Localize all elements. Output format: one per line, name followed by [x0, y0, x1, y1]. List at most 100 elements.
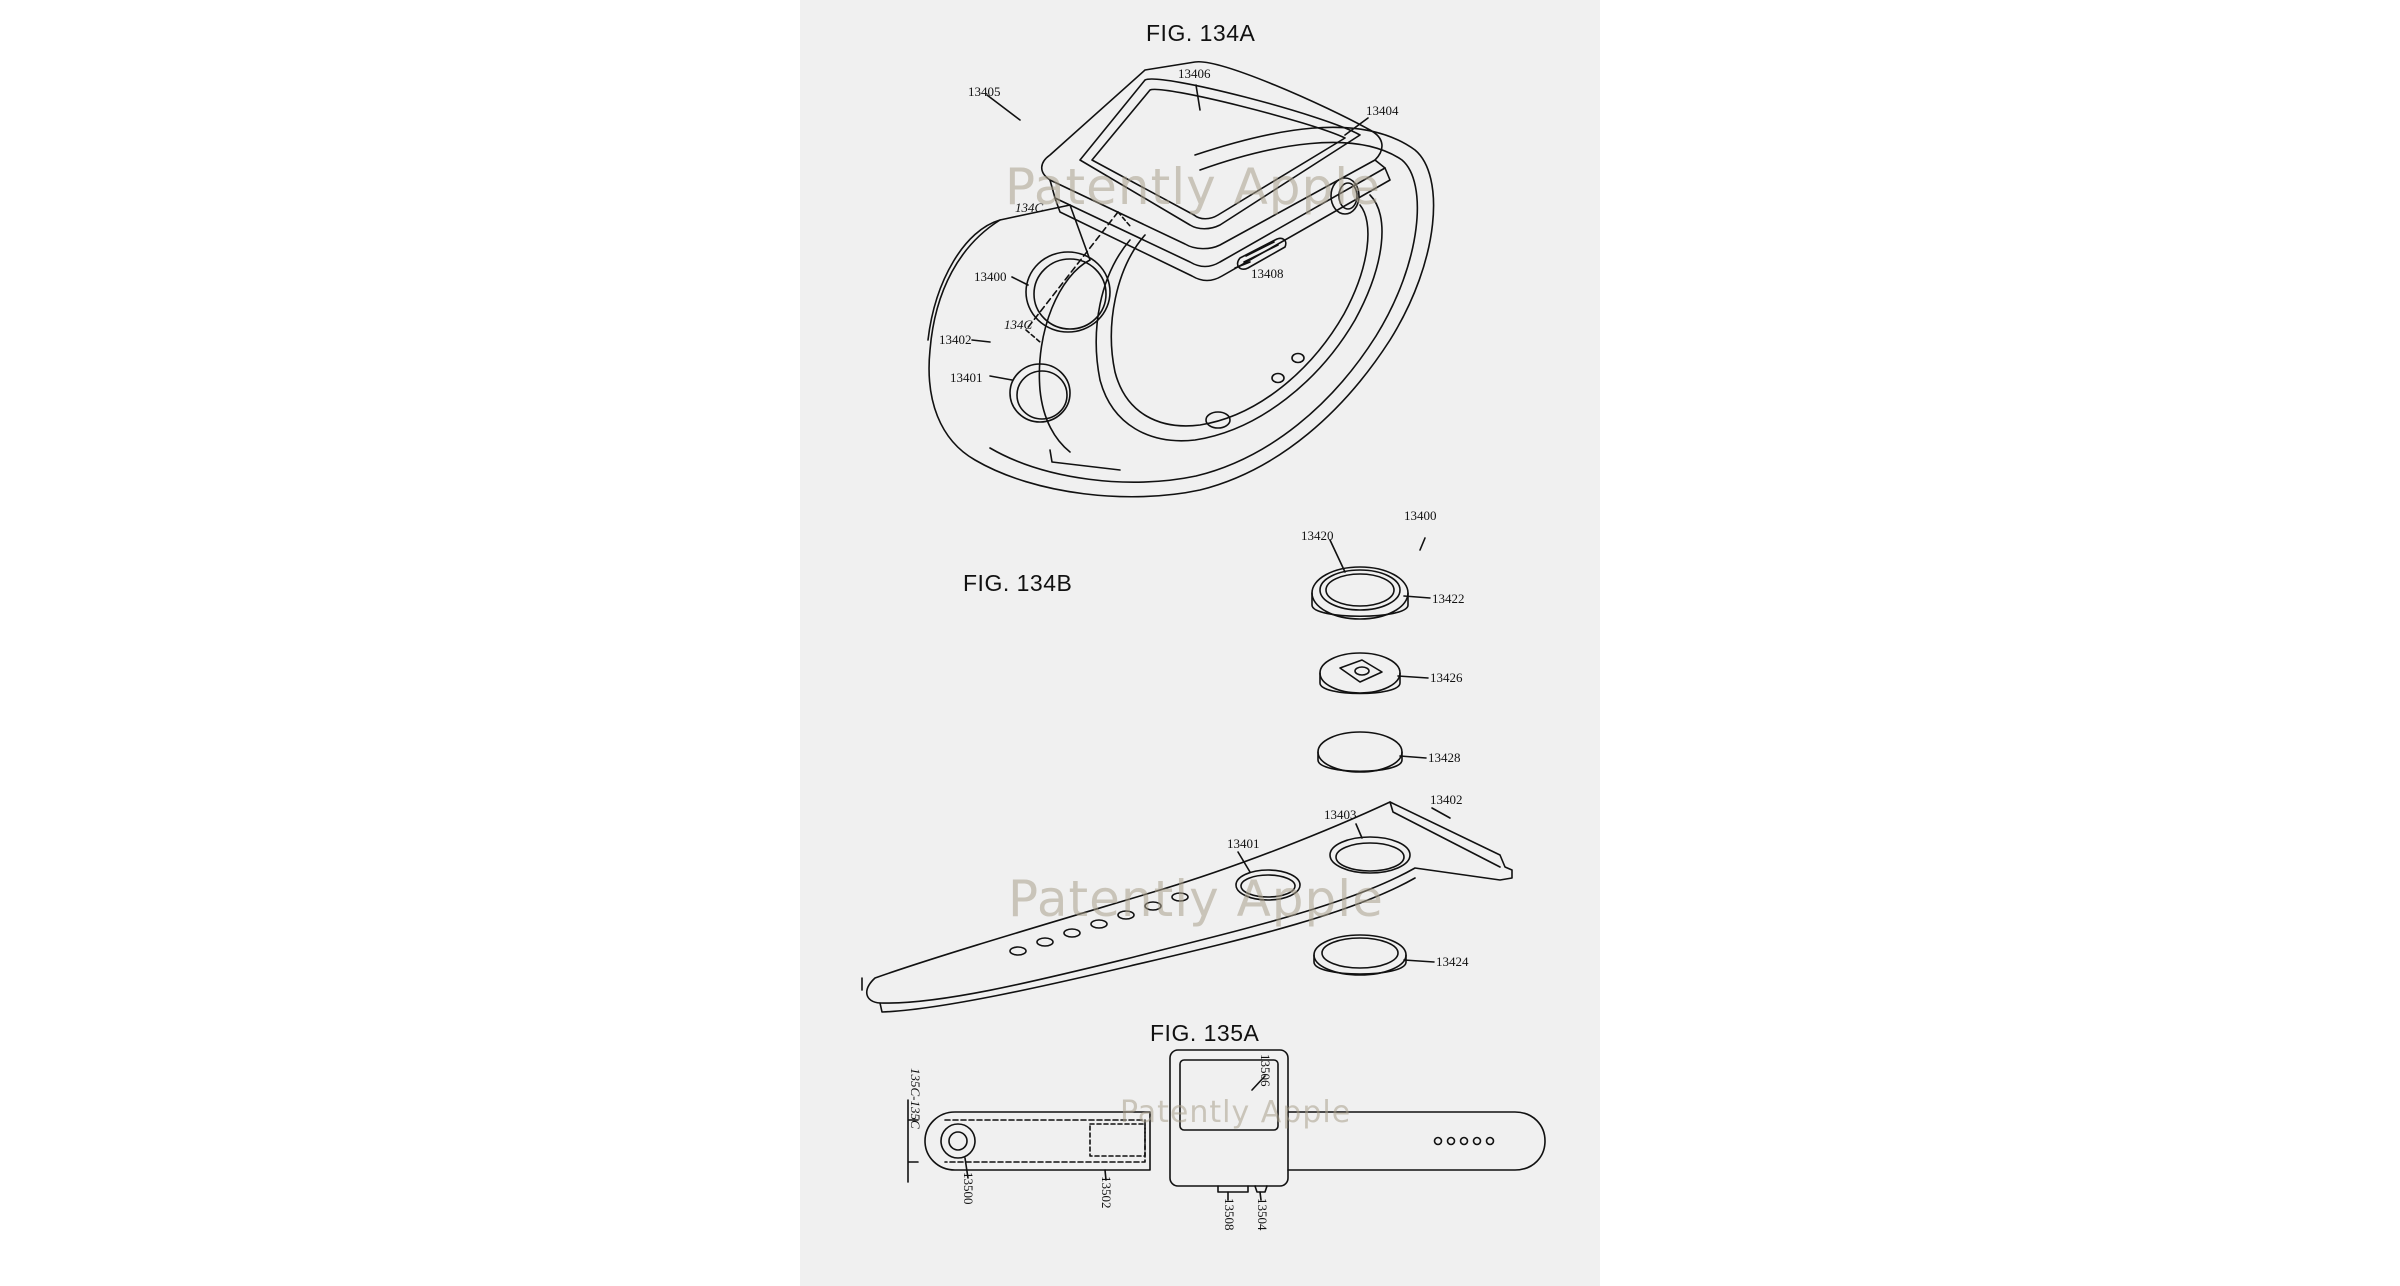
leader: [1234, 261, 1251, 269]
band-hole: [1205, 411, 1231, 429]
part-13426-side: [1319, 672, 1401, 695]
band-end: [1049, 449, 1121, 471]
watch-case-side: [1049, 159, 1386, 268]
band-hole: [1291, 352, 1305, 364]
strap-hole: [1009, 946, 1027, 956]
ref-13420: 13420: [1301, 528, 1334, 543]
ref-13500: 13500: [961, 1172, 976, 1205]
flat-watch-screen: [1179, 1059, 1279, 1131]
watch-case-top: [1040, 61, 1383, 250]
strap-hole: [1171, 892, 1189, 902]
leader: [1399, 755, 1427, 759]
ref-13504: 13504: [1255, 1198, 1270, 1231]
part-13426-chip: [1339, 659, 1383, 683]
leader: [1403, 595, 1431, 599]
section-line-134c: [1025, 211, 1119, 331]
strap-sensor-13401-rim: [1240, 874, 1296, 898]
ref-13403: 13403: [1324, 807, 1357, 822]
leader: [1344, 117, 1369, 136]
band-inner: [1095, 194, 1383, 442]
watch-screen: [1079, 78, 1361, 230]
ref-13502: 13502: [1099, 1176, 1114, 1209]
flat-watch-body: [1169, 1049, 1289, 1187]
flat-strap-hole: [1446, 1136, 1456, 1146]
flat-cutout: [1089, 1123, 1146, 1157]
leader: [1419, 537, 1426, 551]
sensor-13401-rim: [1016, 370, 1068, 420]
leader: [964, 1157, 969, 1179]
section-marker-135c: [907, 1099, 919, 1183]
ref-13400-b: 13400: [1404, 508, 1437, 523]
flat-strap-right: [1287, 1111, 1546, 1171]
strap-lug: [1389, 801, 1501, 868]
leader: [1397, 675, 1429, 679]
watermark-2: Patently Apple: [1008, 870, 1384, 928]
part-13422-inner: [1325, 573, 1395, 607]
watch-case-bottom: [1054, 167, 1391, 282]
fig134a-drawing: [927, 61, 1435, 498]
flat-watch-crown: [1254, 1185, 1268, 1193]
leader: [989, 375, 1013, 381]
ref-13405: 13405: [968, 84, 1001, 99]
strap-hole-13403: [1329, 836, 1411, 874]
flat-strap-hole: [1459, 1136, 1469, 1146]
band-outer-edge: [989, 141, 1419, 483]
fig135a-drawing: [907, 1049, 1546, 1201]
ref-13401-b: 13401: [1227, 836, 1260, 851]
sensor-13400-rim: [1033, 258, 1107, 330]
section-box: [1025, 211, 1131, 343]
flat-strap-hole: [1472, 1136, 1482, 1146]
sensor-13401: [1009, 363, 1071, 423]
leader: [1403, 959, 1435, 963]
part-13428: [1317, 731, 1403, 773]
strap-sensor-13401: [1235, 869, 1301, 901]
watermark-1: Patently Apple: [1005, 158, 1381, 216]
strap-hole: [1036, 937, 1054, 947]
ring-13424: [1313, 934, 1407, 976]
ref-13428: 13428: [1428, 750, 1461, 765]
band-inner-edge: [1110, 204, 1369, 427]
ring-13424-side: [1313, 954, 1407, 975]
leader: [971, 339, 991, 343]
flat-sensor-13500-inner: [948, 1131, 968, 1151]
figure-title-134a: FIG. 134A: [1146, 20, 1256, 46]
part-13422-rim: [1319, 569, 1401, 611]
strap-hole-13403-rim: [1335, 842, 1405, 872]
leader: [986, 94, 1021, 121]
ref-13402: 13402: [939, 332, 972, 347]
ref-13424: 13424: [1436, 954, 1469, 969]
band-front: [927, 204, 1091, 453]
watch-crown: [1330, 177, 1360, 215]
strap-hole: [1117, 910, 1135, 920]
ref-13506: 13506: [1258, 1054, 1273, 1087]
ref-13422: 13422: [1432, 591, 1465, 606]
band-outer: [928, 126, 1435, 498]
leader: [1431, 807, 1451, 819]
patent-drawing: [861, 61, 1546, 1201]
ref-13426: 13426: [1430, 670, 1463, 685]
ref-13400: 13400: [974, 269, 1007, 284]
leader: [1237, 851, 1251, 873]
ref-135c-section: 135C-135C: [908, 1068, 923, 1129]
patent-sheet: FIG. 134A FIG. 134B FIG. 135A 13405 1340…: [800, 0, 1600, 1286]
watch-side-button-inner: [1243, 241, 1279, 263]
ref-134c-bottom: 134C: [1004, 317, 1033, 332]
flat-sensor-13500: [940, 1123, 976, 1159]
watch-screen-inner: [1091, 88, 1346, 220]
flat-strap-hole: [1485, 1136, 1495, 1146]
part-13428-side: [1317, 751, 1403, 772]
ref-13404: 13404: [1366, 103, 1399, 118]
ref-13406: 13406: [1178, 66, 1211, 81]
part-13422-side: [1311, 592, 1409, 618]
leader: [1329, 539, 1346, 573]
strap-hole: [1144, 901, 1162, 911]
part-13426: [1319, 652, 1401, 694]
flat-strap-left: [924, 1111, 1151, 1171]
leader: [1011, 276, 1029, 286]
strap-thickness: [861, 877, 1416, 1013]
flat-strap-hole: [1433, 1136, 1443, 1146]
strap-hole: [1063, 928, 1081, 938]
leader: [1195, 84, 1201, 111]
ref-13408: 13408: [1251, 266, 1284, 281]
sensor-13400: [1025, 251, 1111, 333]
